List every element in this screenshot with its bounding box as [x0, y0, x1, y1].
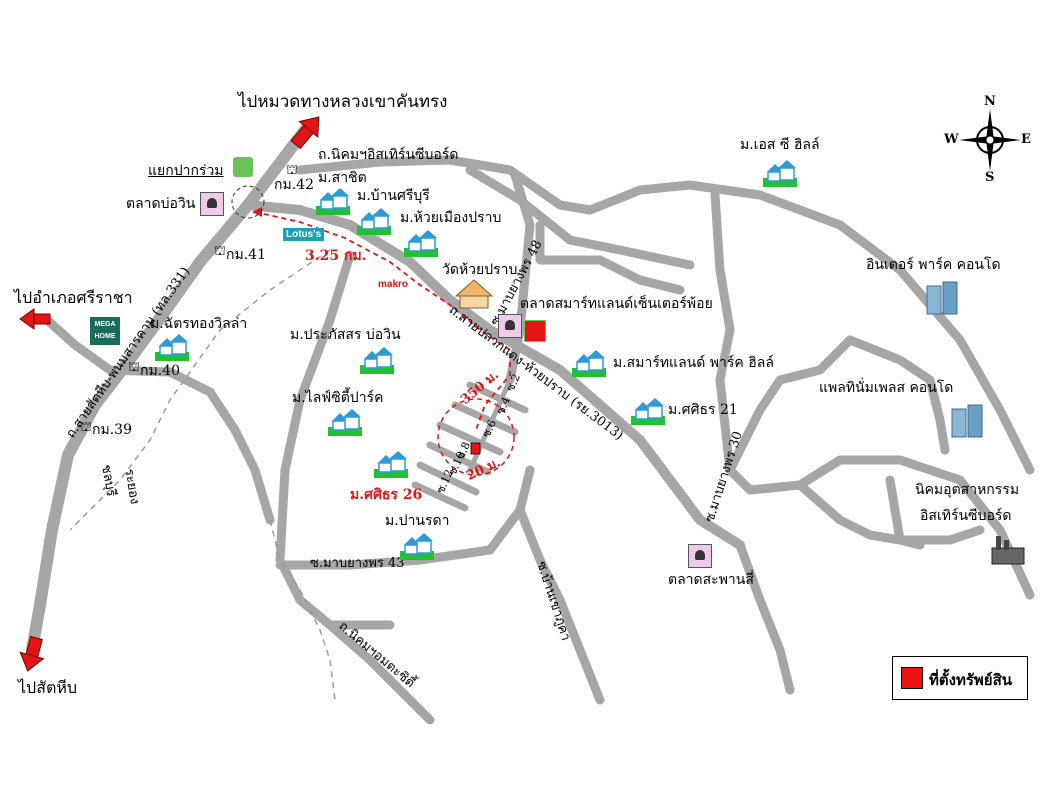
house-icon-panarada: [400, 532, 434, 561]
arrow-south: [19, 635, 45, 672]
smartland-market-icon: [498, 314, 522, 338]
house-icon-chattong: [155, 333, 189, 362]
prapatsorn-label: ม.ประภัสสร บ่อวิน: [290, 327, 401, 343]
province-boundary: [69, 249, 331, 531]
map-legend: ที่ตั้งทรัพย์สิน: [892, 656, 1028, 700]
road-network: [26, 124, 1035, 725]
compass-icon: [959, 109, 1021, 171]
talad-saphan-label: ตลาดสะพานสี่: [668, 572, 754, 588]
condo-icon-inter-park: [926, 281, 958, 315]
nikom-label-1: นิคมอุตสาหกรรม: [915, 482, 1020, 498]
talad-saphan-icon: [688, 544, 712, 568]
road-inner-1: [275, 250, 395, 630]
condo-icon-palm-place: [951, 404, 983, 438]
road-bankha: [515, 505, 605, 705]
road-331: [26, 124, 311, 656]
road-east-2: [795, 480, 985, 545]
km41-label: กม.41: [226, 247, 266, 263]
route-line: [254, 211, 511, 431]
road-amata: [325, 620, 435, 725]
sathit-label: ม.สาชิต: [318, 170, 367, 186]
road-east-1: [710, 190, 1035, 600]
dest-south-label: ไปสัตหีบ: [18, 678, 78, 697]
property-radius-circle: [437, 398, 515, 476]
yaek-circle: [231, 185, 265, 219]
road-43: [275, 465, 535, 570]
km39-marker-icon: ⛫: [80, 420, 92, 435]
chattong-label: ม.ฉัตรทองวิลล่า: [150, 316, 248, 332]
factory-icon: [991, 536, 1025, 565]
dest-west-label: ไปอำเภอศรีราชา: [14, 288, 133, 307]
property-marker: [470, 442, 481, 455]
km39-label: กม.39: [92, 422, 132, 438]
compass-e: E: [1021, 132, 1031, 147]
road-industrial: [243, 200, 745, 550]
route-arrowhead: [252, 207, 262, 217]
house-icon-smartland-park: [572, 349, 606, 378]
talad-bowin-label: ตลาดบ่อวิน: [126, 196, 196, 212]
inter-park-label: อินเตอร์ พาร์ค คอนโด: [866, 257, 1001, 273]
palm-place-label: แพลทินั่มเพลส คอนโด: [819, 380, 954, 396]
house-icon-sitthi: [328, 408, 362, 437]
road-inner-3: [535, 220, 685, 295]
dest-north-label: ไปหมวดทางหลวงเขาคันทรง: [238, 92, 448, 112]
road-north-industrial: [295, 155, 1035, 475]
nikom-label-2: อิสเทิร์นซีบอร์ด: [920, 508, 1012, 524]
smartland-park-label: ม.สมาร์ทแลนด์ พาร์ค ฮิลล์: [613, 355, 774, 371]
quality-logo-icon: [233, 157, 253, 177]
sirin26-label: ม.ศศิธร 26: [350, 487, 423, 503]
km42-marker-icon: ⛫: [286, 163, 298, 178]
km42-label: กม.42: [274, 177, 314, 193]
property-sois: [411, 377, 529, 512]
temple-icon: [454, 279, 494, 309]
smartland-market-label: ตลาดสมาร์ทแลนด์เซ็นเตอร์พ้อย: [520, 296, 713, 312]
road-east-4: [725, 335, 855, 475]
sriburi-label: ม.บ้านศรีบุรี: [357, 188, 430, 204]
km41-marker-icon: ⛫: [214, 244, 226, 259]
road-east-5: [885, 475, 925, 550]
sc-hill-label: ม.เอส ซี ฮิลล์: [740, 137, 820, 153]
road-label-soi43: ซ.มาบยางพร 43: [310, 556, 405, 571]
house-icon-sc-hill: [763, 159, 797, 188]
km40-marker-icon: ⛫: [128, 360, 140, 375]
mega-home-logo: MEGA HOME: [90, 317, 120, 345]
road-east-3: [845, 335, 950, 455]
makro-logo: makro: [378, 279, 409, 290]
sitthi-label: ม.ไลฟ์ซิตี้ปาร์ค: [292, 390, 384, 406]
km40-label: กม.40: [140, 363, 180, 379]
compass-s: S: [985, 170, 995, 185]
arrow-north: [290, 116, 320, 150]
lotus-logo: Lotus's: [283, 228, 325, 241]
house-icon-sirin26: [374, 450, 408, 479]
house-icon-sathit: [316, 187, 350, 216]
arrow-west: [19, 308, 51, 330]
compass-n: N: [984, 94, 996, 109]
distance-325-label: 3.25 กม.: [305, 248, 367, 264]
panarada-label: ม.ปานรดา: [385, 513, 450, 529]
house-icon-prapatsorn: [360, 346, 394, 375]
sirin21-label: ม.ศศิธร 21: [668, 402, 738, 418]
house-icon-sriburi: [357, 207, 391, 236]
big-c-logo-icon: [524, 320, 546, 342]
road-soi30: [735, 540, 795, 695]
wat-label: วัดห้วยปราบ: [442, 262, 518, 278]
property-legend-swatch: [901, 667, 923, 689]
talad-bowin-icon: [200, 192, 224, 216]
house-icon-huaimuang: [404, 229, 438, 258]
huaimuang-label: ม.ห้วยเมืองปราบ: [400, 210, 502, 226]
legend-label: ที่ตั้งทรัพย์สิน: [929, 671, 1012, 689]
yaek-label: แยกปากร่วม: [148, 163, 224, 179]
road-west: [40, 313, 275, 525]
road-inner-2: [465, 165, 695, 270]
boundary-south: [269, 519, 336, 701]
road-label-industrial: ถ.นิคมฯอิสเทิร์นซีบอร์ด: [318, 147, 459, 163]
house-icon-sirin21: [631, 397, 665, 426]
compass-w: W: [944, 132, 959, 147]
